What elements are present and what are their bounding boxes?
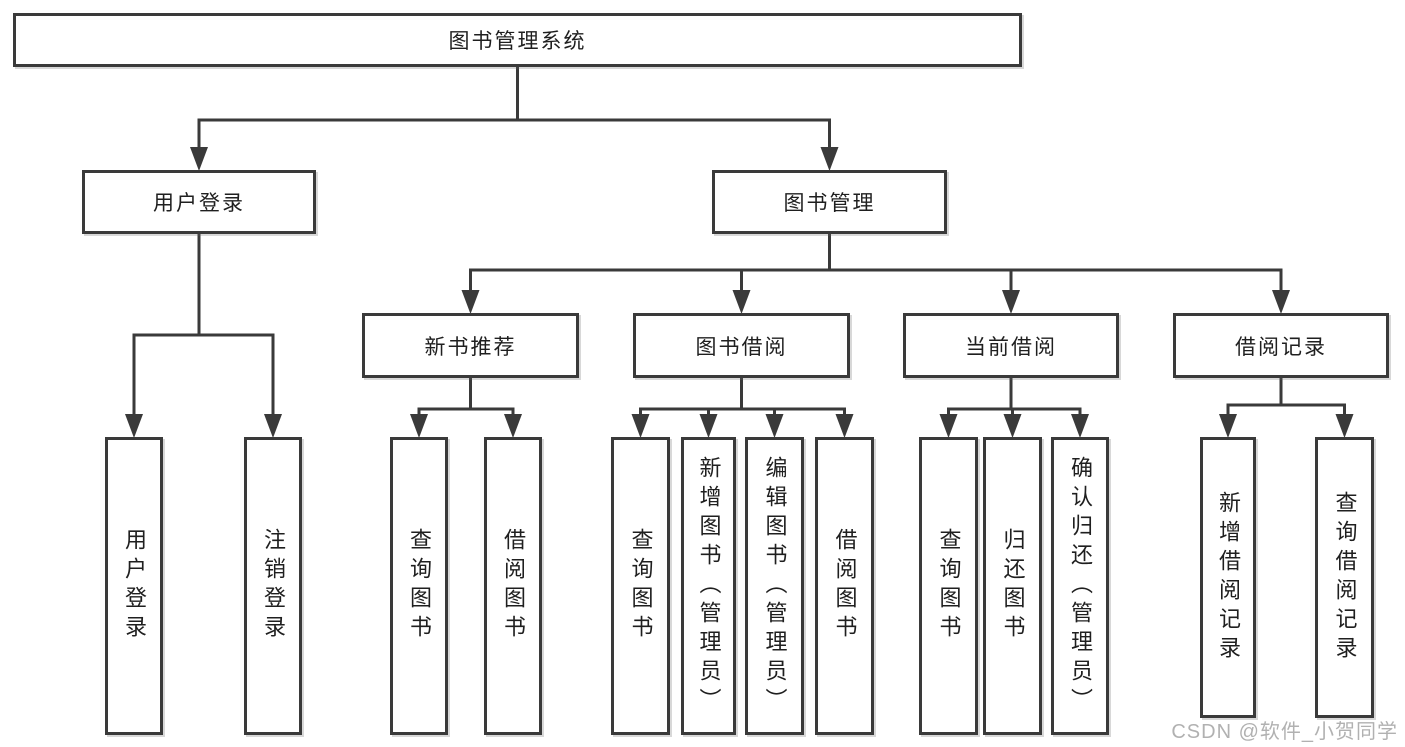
arrowhead-bb-borrow — [835, 414, 854, 438]
arrowhead-borrow-record — [1272, 290, 1290, 314]
watermark-text: CSDN @软件_小贺同学 — [1171, 721, 1398, 743]
node-borrow-record: 借阅记录 — [1173, 313, 1389, 378]
node-cb-confirm: 确认归还（管理员） — [1051, 437, 1109, 735]
node-current-borrow: 当前借阅 — [903, 313, 1119, 378]
node-new-book-rec: 新书推荐 — [362, 313, 579, 378]
node-bb-edit: 编辑图书（管理员） — [745, 437, 804, 735]
arrowhead-cb-query — [939, 414, 958, 438]
arrowhead-bb-edit — [765, 414, 784, 438]
connector-root — [190, 65, 839, 171]
node-nr-query: 查询图书 — [390, 437, 448, 735]
connector-borrow-record — [1219, 376, 1354, 438]
arrowhead-cb-return — [1003, 414, 1022, 438]
connector-book-mgmt — [461, 232, 1290, 314]
connector-current-borrow — [939, 376, 1089, 438]
arrowhead-book-borrow — [732, 290, 751, 314]
node-bb-add: 新增图书（管理员） — [681, 437, 736, 735]
node-book-mgmt: 图书管理 — [712, 170, 947, 234]
arrowhead-new-book-rec — [461, 290, 480, 314]
node-cb-return: 归还图书 — [983, 437, 1042, 735]
connector-user-login — [125, 232, 282, 438]
arrowhead-login — [125, 414, 143, 438]
arrowhead-current-borrow — [1002, 290, 1020, 314]
node-login: 用户登录 — [105, 437, 163, 735]
connector-new-book-rec — [410, 376, 522, 438]
arrowhead-user-login — [190, 147, 208, 171]
node-br-add: 新增借阅记录 — [1200, 437, 1256, 718]
arrowhead-nr-query — [410, 414, 428, 438]
arrowhead-logout — [264, 414, 282, 438]
node-root: 图书管理系统 — [13, 13, 1022, 67]
node-user-login: 用户登录 — [82, 170, 316, 234]
arrowhead-br-add — [1219, 414, 1237, 438]
node-book-borrow: 图书借阅 — [633, 313, 850, 378]
connector-book-borrow — [631, 376, 854, 438]
node-bb-query: 查询图书 — [611, 437, 670, 735]
arrowhead-nr-borrow — [504, 414, 522, 438]
node-br-query: 查询借阅记录 — [1315, 437, 1374, 718]
arrowhead-bb-add — [699, 414, 718, 438]
node-bb-borrow: 借阅图书 — [815, 437, 874, 735]
arrowhead-br-query — [1335, 414, 1354, 438]
arrowhead-bb-query — [631, 414, 650, 438]
node-logout: 注销登录 — [244, 437, 302, 735]
node-cb-query: 查询图书 — [919, 437, 978, 735]
node-nr-borrow: 借阅图书 — [484, 437, 542, 735]
arrowhead-book-mgmt — [820, 147, 839, 171]
arrowhead-cb-confirm — [1071, 414, 1089, 438]
